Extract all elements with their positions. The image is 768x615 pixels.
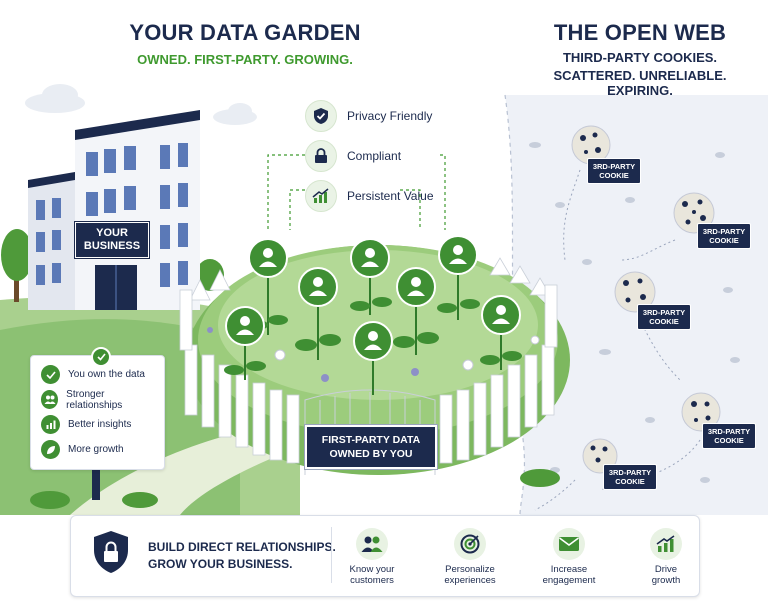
- feature-compliant: Compliant: [305, 140, 401, 172]
- fence-front: [179, 284, 558, 464]
- benefit-label: Stronger relationships: [66, 388, 123, 411]
- bottom-item-customers: Know your customers: [332, 528, 412, 586]
- business-sign-line2: BUSINESS: [83, 240, 141, 252]
- cookie-label-line1: 3RD-PARTY: [702, 227, 746, 236]
- web-subtitle-line1: THIRD-PARTY COOKIES.: [562, 50, 718, 65]
- feature-persistent: Persistent Value: [305, 180, 434, 212]
- bottom-item-engagement: Increase engagement: [529, 528, 609, 586]
- benefit-label: You own the data: [68, 369, 145, 380]
- bottom-item-label-line1: Personalize: [445, 564, 495, 575]
- bottom-divider: [331, 527, 332, 583]
- cookie-label-line2: COOKIE: [709, 236, 739, 245]
- cookie-label: 3RD-PARTY COOKIE: [702, 423, 756, 449]
- lock-icon: [305, 140, 337, 172]
- customer-pin-icon: [225, 235, 521, 361]
- leaf-icon: [41, 440, 60, 459]
- bottom-headline-line1: BUILD DIRECT RELATIONSHIPS.: [148, 540, 336, 554]
- cookie-label-line2: COOKIE: [714, 436, 744, 445]
- bottom-headline-line2: GROW YOUR BUSINESS.: [148, 557, 293, 571]
- flower-icon: [207, 327, 540, 382]
- bottom-item-label-line1: Know your: [349, 564, 395, 575]
- gate-sign-line1: FIRST-PARTY DATA: [321, 434, 421, 446]
- cookie-label-line2: COOKIE: [615, 477, 645, 486]
- cookie-label: 3RD-PARTY COOKIE: [603, 464, 657, 490]
- business-sign-line1: YOUR: [96, 227, 128, 239]
- mail-icon: [553, 528, 585, 560]
- cookie-label: 3RD-PARTY COOKIE: [697, 223, 751, 249]
- benefit-label: More growth: [68, 444, 124, 455]
- cookie-label-line1: 3RD-PARTY: [592, 162, 636, 171]
- benefit-item: More growth: [41, 437, 154, 462]
- bottom-item-label-line1: Increase: [550, 564, 588, 575]
- cookie-label-line2: COOKIE: [599, 171, 629, 180]
- benefit-item: You own the data: [41, 362, 154, 387]
- benefit-item: Stronger relationships: [41, 387, 154, 412]
- growth-chart-icon: [650, 528, 682, 560]
- cookie-label: 3RD-PARTY COOKIE: [637, 304, 691, 330]
- benefit-label: Better insights: [68, 419, 132, 430]
- garden-title: YOUR DATA GARDEN: [129, 20, 361, 45]
- benefits-card: You own the data Stronger relationships …: [30, 347, 165, 470]
- people-icon: [41, 390, 59, 409]
- cookie-label-line1: 3RD-PARTY: [707, 427, 751, 436]
- bottom-item-label-line2: customers: [350, 575, 394, 586]
- bottom-item-growth: Drive growth: [626, 528, 706, 586]
- bottom-item-label-line2: growth: [651, 575, 681, 586]
- bottom-item-personalize: Personalize experiences: [430, 528, 510, 586]
- feature-label: Compliant: [347, 149, 402, 163]
- feature-label: Persistent Value: [347, 189, 434, 203]
- business-sign: YOUR BUSINESS: [75, 222, 149, 258]
- cloud-icon: [25, 84, 257, 125]
- feature-privacy: Privacy Friendly: [305, 100, 432, 132]
- feature-label: Privacy Friendly: [347, 109, 433, 123]
- web-title: THE OPEN WEB: [553, 20, 727, 45]
- cookie-label-line1: 3RD-PARTY: [642, 308, 686, 317]
- shield-lock-icon: [92, 530, 130, 579]
- check-badge-icon: [91, 347, 111, 367]
- web-subtitle-line2: SCATTERED. UNRELIABLE. EXPIRING.: [553, 68, 727, 98]
- bottom-headline: BUILD DIRECT RELATIONSHIPS. GROW YOUR BU…: [148, 539, 336, 573]
- cookie-label: 3RD-PARTY COOKIE: [587, 158, 641, 184]
- shield-check-icon: [305, 100, 337, 132]
- first-party-data-sign: FIRST-PARTY DATA OWNED BY YOU: [305, 425, 437, 469]
- bottom-item-label-line2: engagement: [542, 575, 596, 586]
- cookie-label-line2: COOKIE: [649, 317, 679, 326]
- office-building: [28, 110, 200, 310]
- bottom-banner: [70, 515, 700, 597]
- target-icon: [454, 528, 486, 560]
- check-icon: [41, 365, 60, 384]
- bottom-item-label-line2: experiences: [444, 575, 496, 586]
- bottom-item-label-line1: Drive: [654, 564, 678, 575]
- benefit-item: Better insights: [41, 412, 154, 437]
- people-icon: [356, 528, 388, 560]
- garden-subtitle: OWNED. FIRST-PARTY. GROWING.: [137, 52, 353, 67]
- growth-chart-icon: [305, 180, 337, 212]
- bar-chart-icon: [41, 415, 60, 434]
- cookie-label-line1: 3RD-PARTY: [608, 468, 652, 477]
- gate-sign-line2: OWNED BY YOU: [329, 448, 413, 460]
